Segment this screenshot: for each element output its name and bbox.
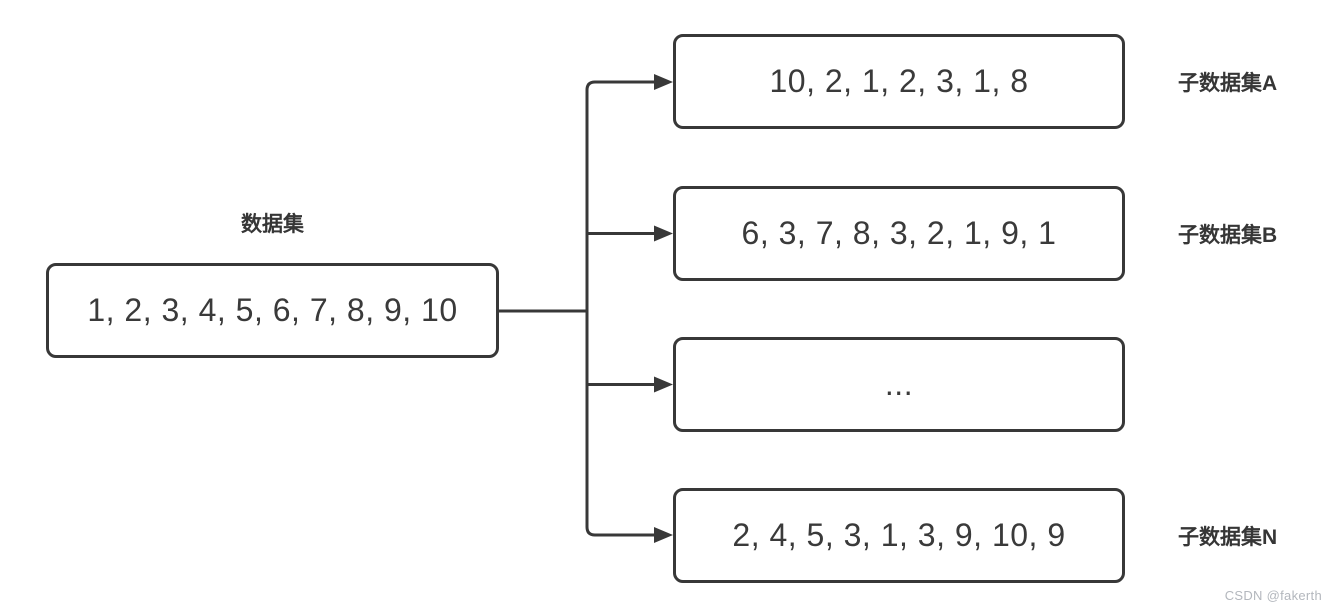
arrowhead-a bbox=[654, 74, 673, 90]
subset-label-n: 子数据集N bbox=[1178, 525, 1278, 549]
subset-values-n: 2, 4, 5, 3, 1, 3, 9, 10, 9 bbox=[732, 517, 1066, 553]
csdn-watermark: CSDN @fakerth bbox=[1224, 588, 1322, 603]
subset-label-b: 子数据集B bbox=[1178, 223, 1278, 247]
subset-values-b: 6, 3, 7, 8, 3, 2, 1, 9, 1 bbox=[741, 215, 1057, 251]
dataset-values: 1, 2, 3, 4, 5, 6, 7, 8, 9, 10 bbox=[87, 292, 458, 328]
subset-label-a: 子数据集A bbox=[1178, 71, 1278, 95]
subset-box-ellipsis: ... bbox=[673, 337, 1125, 432]
arrowhead-b bbox=[654, 225, 673, 242]
subset-box-a: 10, 2, 1, 2, 3, 1, 8 bbox=[673, 34, 1125, 129]
dataset-box: 1, 2, 3, 4, 5, 6, 7, 8, 9, 10 bbox=[46, 263, 499, 358]
subset-box-n: 2, 4, 5, 3, 1, 3, 9, 10, 9 bbox=[673, 488, 1125, 583]
arrowhead-c bbox=[654, 376, 673, 393]
arrowhead-n bbox=[654, 527, 673, 543]
subset-box-b: 6, 3, 7, 8, 3, 2, 1, 9, 1 bbox=[673, 186, 1125, 281]
dataset-title: 数据集 bbox=[241, 213, 304, 236]
trunk-line bbox=[585, 80, 657, 537]
subset-values-ellipsis: ... bbox=[884, 366, 914, 402]
subset-values-a: 10, 2, 1, 2, 3, 1, 8 bbox=[769, 63, 1029, 99]
